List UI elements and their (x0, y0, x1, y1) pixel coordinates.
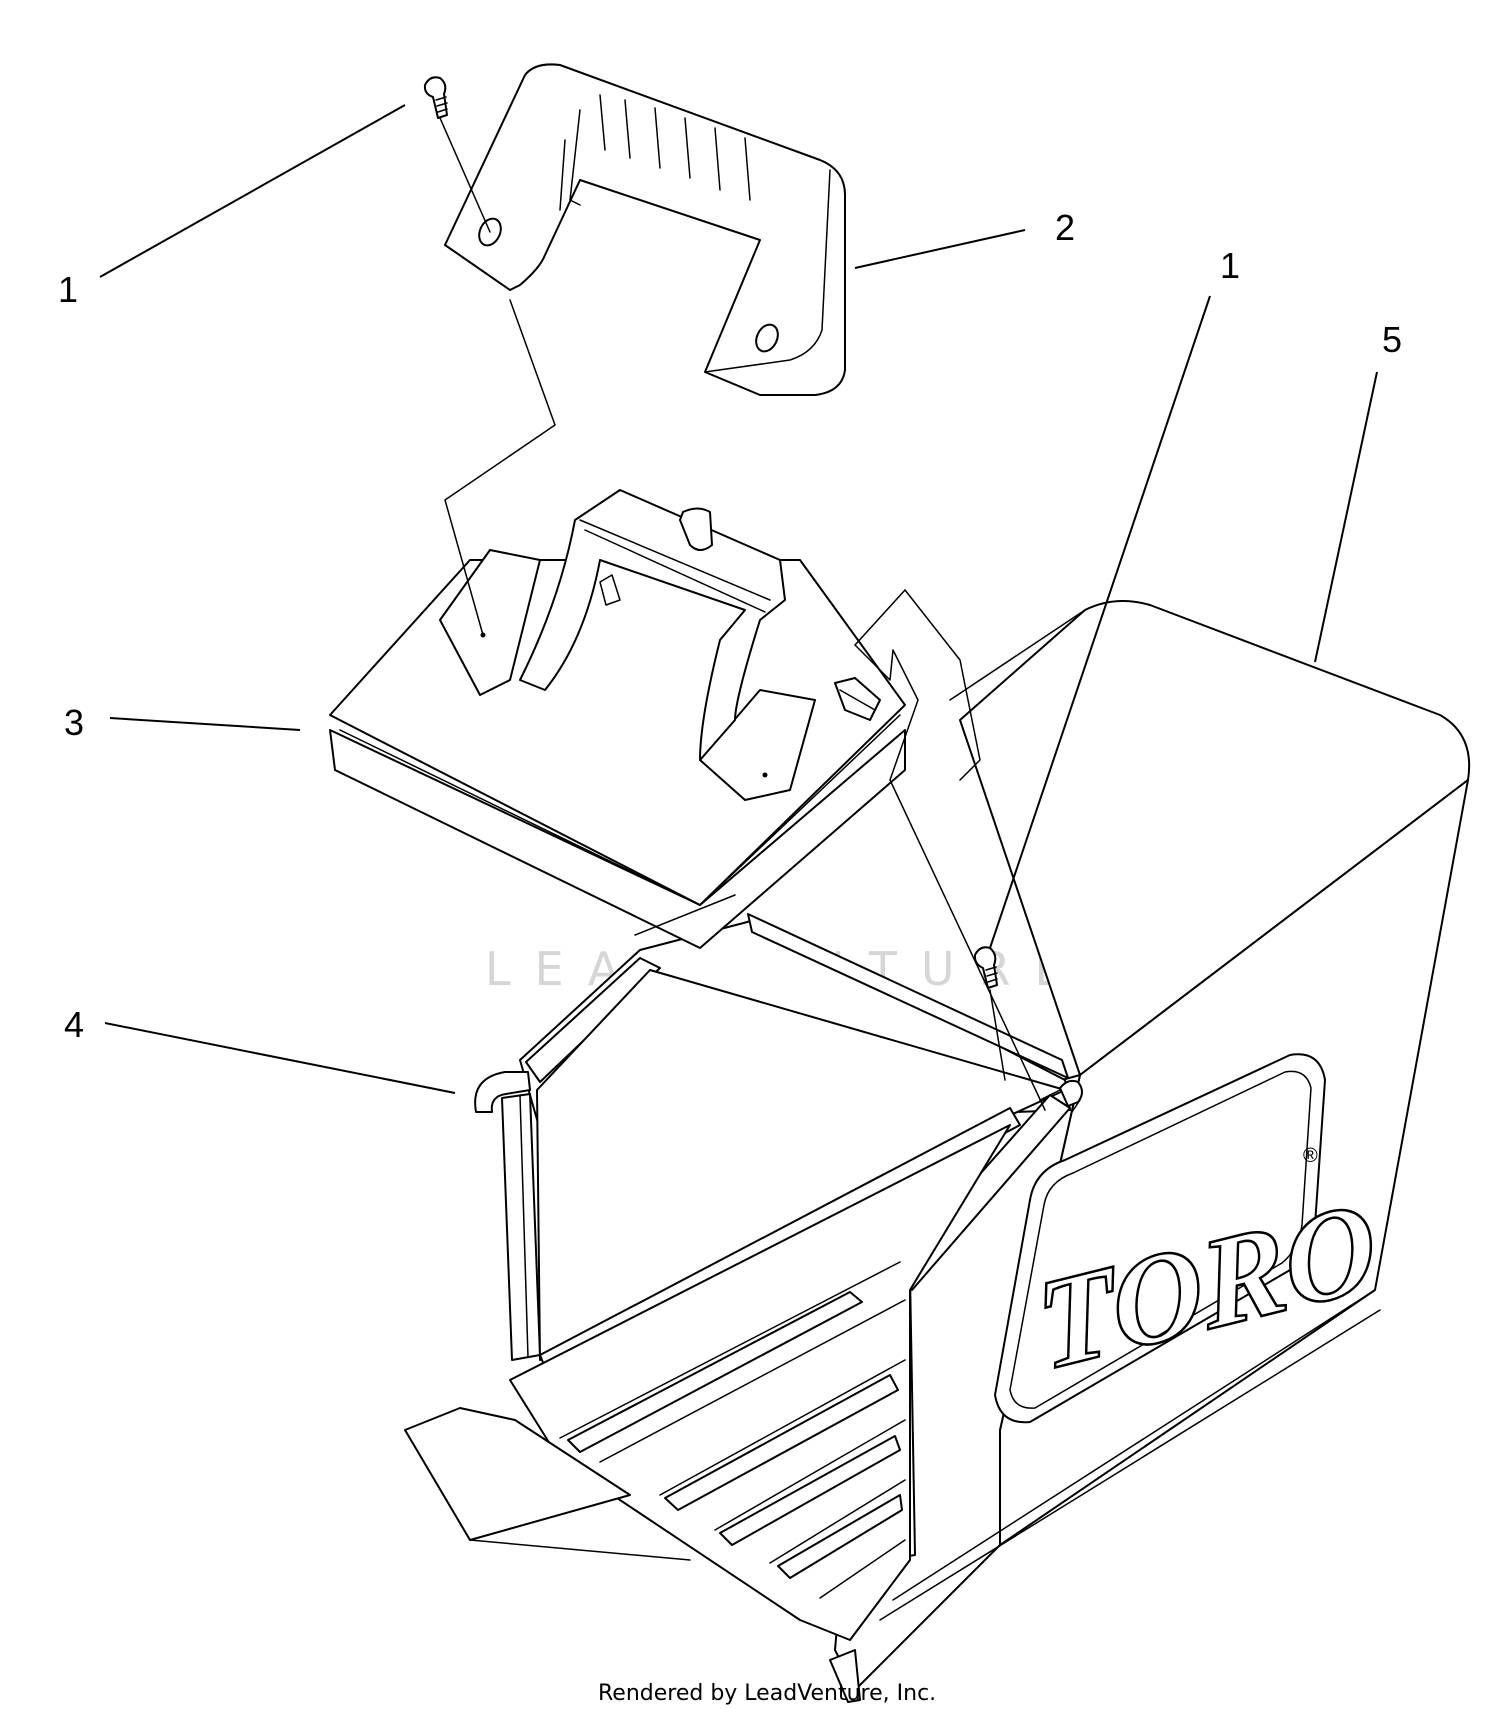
callout-2: 2 (1055, 207, 1075, 248)
callout-1-right: 1 (1220, 245, 1240, 286)
screw-part-1-right[interactable] (973, 946, 998, 989)
leader-lines (99, 104, 1378, 1094)
assembly-lines (439, 117, 1086, 1111)
footer-credit: Rendered by LeadVenture, Inc. (598, 1681, 936, 1706)
callout-3: 3 (64, 702, 84, 743)
bag-frame-part-4[interactable] (404, 913, 1083, 1703)
screw-part-1-top[interactable] (423, 76, 448, 119)
bag-cover-part-3[interactable] (329, 489, 906, 949)
registered-mark: ® (1303, 1145, 1318, 1167)
callout-5: 5 (1382, 319, 1402, 360)
callout-4: 4 (64, 1004, 84, 1045)
callout-1-top: 1 (58, 269, 78, 310)
handle-part-2[interactable] (444, 63, 846, 396)
